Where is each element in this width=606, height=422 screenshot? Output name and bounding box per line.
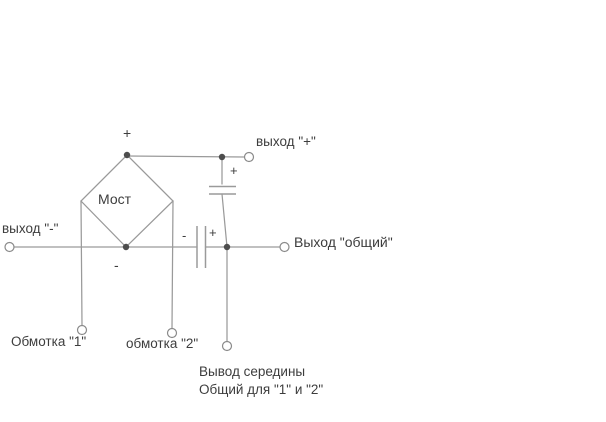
label-bridge: Мост (98, 191, 132, 207)
label-output-minus: выход "-" (2, 221, 59, 236)
label-winding-2: обмотка "2" (126, 336, 199, 351)
wire-positive-top (126, 155, 245, 158)
label-cap-horizontal-plus: + (209, 225, 217, 240)
wire-winding-2 (171, 200, 174, 329)
terminal-winding-2 (166, 327, 178, 339)
wire-cap-branch-bottom (221, 193, 228, 248)
junction-cap-tap (218, 153, 226, 161)
label-center-tap-line1: Вывод середины (199, 364, 306, 379)
label-plus-top: + (123, 125, 132, 141)
label-output-common: Выход "общий" (294, 234, 393, 250)
label-center-tap-line2: Общий для "1" и "2" (199, 382, 324, 397)
label-winding-1: Обмотка "1" (11, 334, 87, 349)
wire-winding-1 (80, 200, 83, 326)
terminal-center-tap (221, 340, 233, 352)
label-output-plus: выход "+" (256, 134, 316, 149)
terminal-output-plus (243, 151, 255, 163)
junction-common (223, 243, 231, 251)
label-cap-vertical-plus: + (230, 163, 238, 178)
label-cap-horizontal-minus: - (182, 228, 187, 243)
label-minus-bottom: - (114, 257, 119, 273)
terminal-winding-1 (76, 324, 88, 336)
terminal-output-common (279, 241, 290, 253)
junction-bridge-top (123, 151, 131, 159)
terminal-output-minus (4, 241, 15, 253)
junction-bridge-bottom (122, 243, 130, 251)
